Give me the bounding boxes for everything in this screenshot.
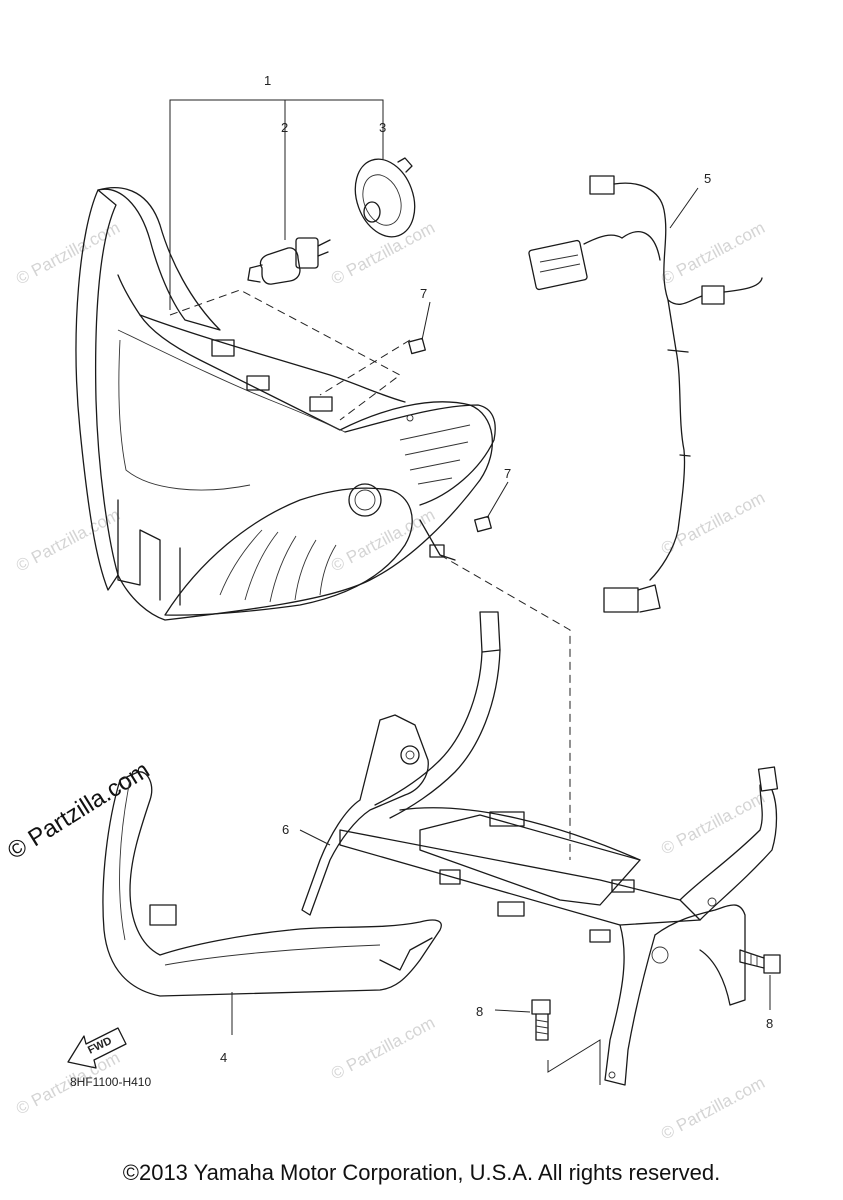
callout-1: 1 xyxy=(264,73,271,88)
bolt-left[interactable] xyxy=(531,999,551,1041)
drawing-code: 8HF1100-H410 xyxy=(70,1075,151,1089)
watermark-layer: © Partzilla.com © Partzilla.com © Partzi… xyxy=(13,218,768,1144)
watermark: © Partzilla.com xyxy=(13,218,123,289)
callout-8-right: 8 xyxy=(766,1016,773,1031)
watermark: © Partzilla.com xyxy=(658,218,768,289)
callout-2: 2 xyxy=(281,120,288,135)
watermark: © Partzilla.com xyxy=(658,788,768,859)
callout-5: 5 xyxy=(704,171,711,186)
watermark: © Partzilla.com xyxy=(658,1073,768,1144)
copyright-notice: ©2013 Yamaha Motor Corporation, U.S.A. A… xyxy=(122,1160,721,1185)
bolt-right[interactable] xyxy=(739,949,781,974)
watermark: © Partzilla.com xyxy=(328,505,438,576)
headlight-bulb[interactable] xyxy=(247,237,331,285)
callout-4: 4 xyxy=(220,1050,227,1065)
callout-8-left: 8 xyxy=(476,1004,483,1019)
watermark: © Partzilla.com xyxy=(328,218,438,289)
watermark: © Partzilla.com xyxy=(328,1013,438,1084)
headlight-assembly[interactable] xyxy=(75,187,496,621)
bulb-socket-cover[interactable] xyxy=(345,151,425,245)
callout-7-upper: 7 xyxy=(420,286,427,301)
callout-7-lower: 7 xyxy=(504,466,511,481)
watermark: © Partzilla.com xyxy=(658,488,768,559)
side-bracket[interactable] xyxy=(102,771,442,997)
headlight-stay-frame[interactable] xyxy=(301,611,779,1086)
callout-6: 6 xyxy=(282,822,289,837)
nut-lower[interactable] xyxy=(474,515,492,533)
wiring-harness[interactable] xyxy=(528,175,763,613)
callout-3: 3 xyxy=(379,120,386,135)
nut-upper[interactable] xyxy=(408,337,426,355)
brand-watermark: © Partzilla.com xyxy=(3,756,154,865)
